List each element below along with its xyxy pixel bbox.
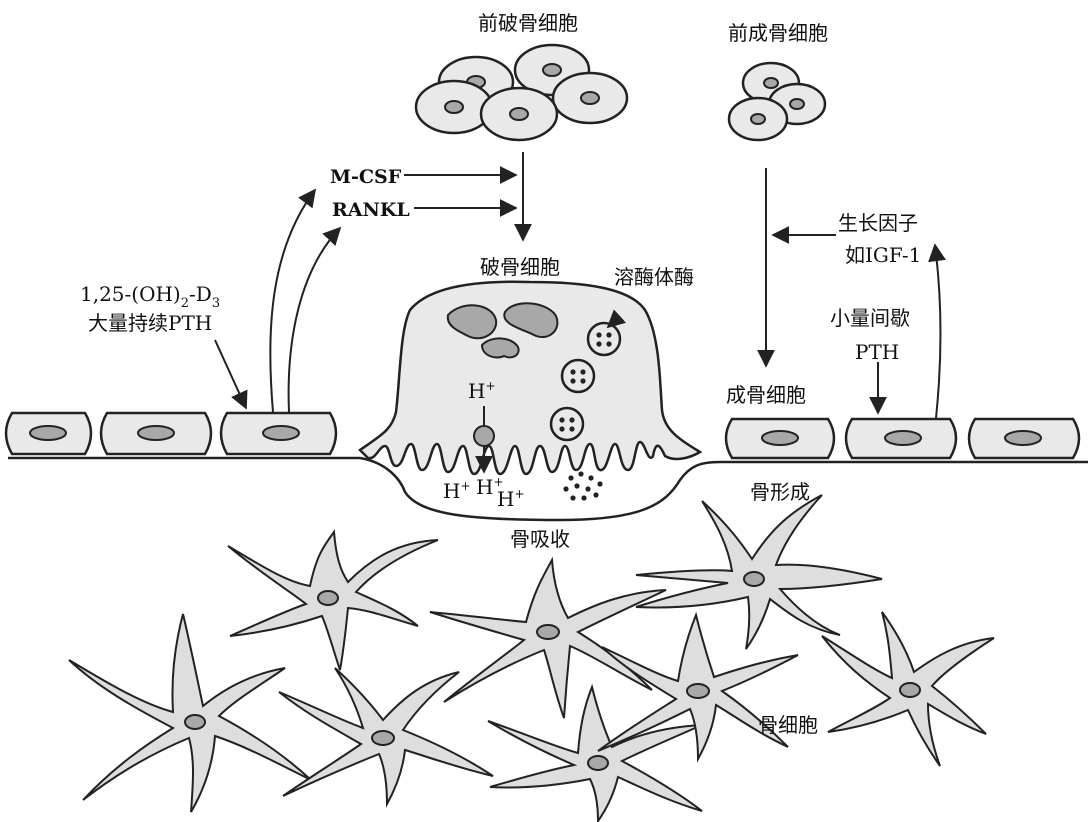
bone-surface-line <box>8 456 1088 522</box>
osteocyte <box>635 494 883 650</box>
released-enzymes <box>563 471 603 501</box>
label-hplus-3: H+ <box>497 487 525 511</box>
osteocyte-network <box>68 494 995 822</box>
osteocyte <box>278 667 494 808</box>
label-pth-high: 大量持续PTH <box>88 311 212 335</box>
label-vitamin-d: 1,25-(OH)2-D3 <box>80 282 220 311</box>
preosteoblast-cluster <box>727 61 827 142</box>
label-hplus-2: H+ <box>476 475 504 499</box>
osteocyte <box>429 556 667 719</box>
label-bone-formation: 骨形成 <box>750 480 810 504</box>
label-preosteoclast: 前破骨细胞 <box>478 11 578 35</box>
osteocyte <box>597 611 799 763</box>
label-igf: 如IGF-1 <box>845 243 921 267</box>
osteoclast-cell <box>358 280 703 476</box>
label-hplus-1: H+ <box>443 479 471 503</box>
osteocyte <box>487 683 703 822</box>
label-hplus-top: H+ <box>468 379 496 403</box>
label-bone-resorption: 骨吸收 <box>510 527 570 551</box>
osteocyte <box>227 529 439 671</box>
osteocyte <box>68 613 312 813</box>
osteocyte <box>821 611 995 767</box>
label-osteocyte: 骨细胞 <box>758 713 818 737</box>
osteoblast-row <box>724 417 1081 460</box>
label-osteoblast: 成骨细胞 <box>726 383 806 407</box>
label-rankl: RANKL <box>332 199 410 221</box>
label-preosteoblast: 前成骨细胞 <box>728 21 828 45</box>
label-pth-low-1: 小量间歇 <box>830 306 910 330</box>
label-lysosomal-enzyme: 溶酶体酶 <box>614 265 694 289</box>
label-growth-factor: 生长因子 <box>838 211 918 235</box>
lining-cells-left <box>4 411 338 456</box>
label-osteoclast: 破骨细胞 <box>480 255 560 279</box>
signal-arrows <box>214 152 946 419</box>
label-pth-low-2: PTH <box>855 340 899 364</box>
preosteoclast-cluster <box>414 43 629 142</box>
label-mcsf: M-CSF <box>330 166 402 188</box>
